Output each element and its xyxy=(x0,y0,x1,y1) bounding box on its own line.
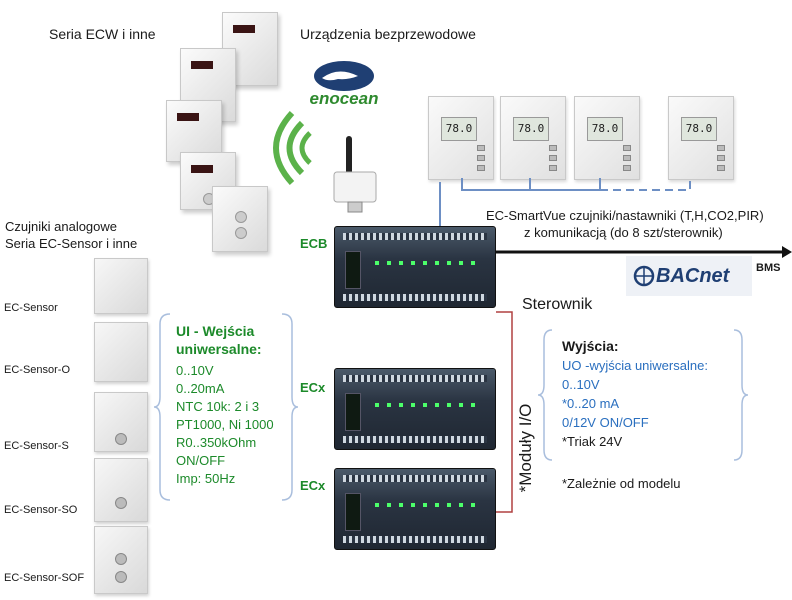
input-item: ON/OFF xyxy=(176,453,226,468)
input-item: NTC 10k: 2 i 3 xyxy=(176,399,260,414)
moduly-label: *Moduły I/O xyxy=(516,403,535,493)
wireless-label: Urządzenia bezprzewodowe xyxy=(300,26,476,42)
smartvue-device: 78.0 xyxy=(428,96,494,180)
inputs-title-line2: uniwersalne: xyxy=(176,341,262,357)
smartvue-display: 78.0 xyxy=(441,117,477,141)
smartvue-device: 78.0 xyxy=(574,96,640,180)
sensor-device xyxy=(94,322,148,382)
sensor-label: EC-Sensor-O xyxy=(4,364,71,376)
smartvue-caption-line1: EC-SmartVue czujniki/nastawniki (T,H,CO2… xyxy=(486,208,764,223)
input-item: 0..10V xyxy=(176,363,214,378)
smartvue-display: 78.0 xyxy=(681,117,717,141)
outputs-list: Wyjścia: UO -wyjścia uniwersalne: 0..10V… xyxy=(562,336,708,451)
ecx-label-1: ECx xyxy=(300,380,326,395)
ecx-module-2 xyxy=(334,468,496,550)
sensor-device xyxy=(94,392,148,452)
output-item: 0/12V ON/OFF xyxy=(562,415,649,430)
sensor-device xyxy=(94,458,148,522)
ecx-label-2: ECx xyxy=(300,478,326,493)
ecb-label: ECB xyxy=(300,236,328,251)
sensor-device xyxy=(94,526,148,594)
ecw-device xyxy=(212,186,268,252)
analog-label-line2: Seria EC-Sensor i inne xyxy=(5,236,138,251)
output-item: UO -wyjścia uniwersalne: xyxy=(562,358,708,373)
output-item: *Triak 24V xyxy=(562,434,623,449)
sensor-label: EC-Sensor-S xyxy=(4,440,69,452)
sensor-label: EC-Sensor-SO xyxy=(4,504,78,516)
ecw-series-label: Seria ECW i inne xyxy=(49,26,156,42)
input-item: 0..20mA xyxy=(176,381,225,396)
ecx-module-1 xyxy=(334,368,496,450)
smartvue-display: 78.0 xyxy=(587,117,623,141)
bacnet-logo: BACnet xyxy=(626,256,752,296)
input-item: R0..350kOhm xyxy=(176,435,257,450)
moduly-label-wrapper: *Moduły I/O xyxy=(516,404,536,493)
analog-label-line1: Czujniki analogowe xyxy=(5,219,118,234)
enocean-logo: enocean xyxy=(298,58,398,108)
wireless-receiver xyxy=(332,136,380,216)
footnote: *Zależnie od modelu xyxy=(562,476,681,491)
ecb-controller xyxy=(334,226,496,308)
inputs-brace xyxy=(152,312,172,502)
smartvue-device: 78.0 xyxy=(668,96,734,180)
bms-label: BMS xyxy=(756,262,781,274)
smartvue-display: 78.0 xyxy=(513,117,549,141)
sensor-device xyxy=(94,258,148,314)
inputs-title-line1: UI - Wejścia xyxy=(176,323,255,339)
output-item: *0..20 mA xyxy=(562,396,620,411)
enocean-text: enocean xyxy=(310,89,379,108)
input-item: Imp: 50Hz xyxy=(176,471,236,486)
sterownik-label: Sterownik xyxy=(522,296,593,313)
outputs-title: Wyjścia: xyxy=(562,338,619,354)
output-item: 0..10V xyxy=(562,377,600,392)
bacnet-text: BACnet xyxy=(656,265,731,287)
wireless-waves-icon xyxy=(262,108,312,188)
smartvue-caption-line2: z komunikacją (do 8 szt/sterownik) xyxy=(524,225,723,240)
inputs-brace-right xyxy=(280,312,300,502)
input-item: PT1000, Ni 1000 xyxy=(176,417,274,432)
inputs-list: UI - Wejścia uniwersalne: 0..10V 0..20mA… xyxy=(176,322,274,488)
sensor-label: EC-Sensor xyxy=(4,302,58,314)
smartvue-device: 78.0 xyxy=(500,96,566,180)
sensor-label: EC-Sensor-SOF xyxy=(4,572,85,584)
